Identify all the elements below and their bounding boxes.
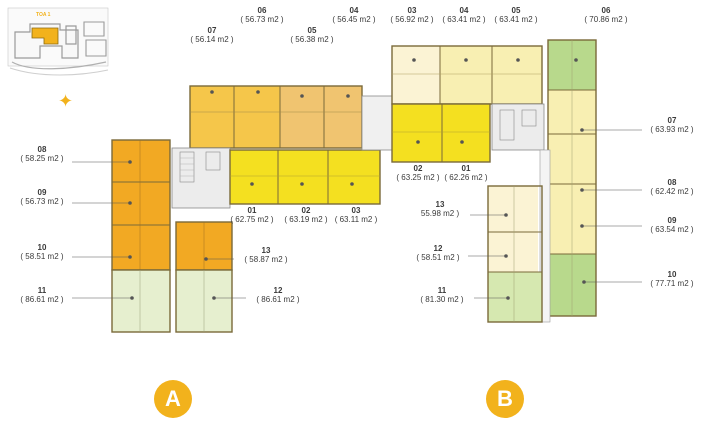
unit-label-b07: 07( 63.93 m2 ) <box>650 116 694 135</box>
leader-lines <box>72 58 642 300</box>
unit-label-b12: 12( 58.51 m2 ) <box>416 244 460 263</box>
key-plan-label: TOA 1 <box>36 12 51 18</box>
unit-label-b10: 10( 77.71 m2 ) <box>650 270 694 289</box>
unit-label-b08: 08( 62.42 m2 ) <box>650 178 694 197</box>
unit-label-a05: 05( 56.38 m2 ) <box>290 26 334 45</box>
unit-label-a08: 08( 58.25 m2 ) <box>20 145 64 164</box>
block-b-plan <box>391 39 597 323</box>
unit-label-b02: 02( 63.25 m2 ) <box>396 164 440 183</box>
unit-label-a01: 01( 62.75 m2 ) <box>230 206 274 225</box>
unit-label-b03: 03( 56.92 m2 ) <box>390 6 434 25</box>
unit-label-a07: 07( 56.14 m2 ) <box>190 26 234 45</box>
unit-label-a04: 04( 56.45 m2 ) <box>332 6 376 25</box>
block-a-badge: A <box>154 380 192 418</box>
unit-label-a02: 02( 63.19 m2 ) <box>284 206 328 225</box>
unit-label-b01: 01( 62.26 m2 ) <box>444 164 488 183</box>
compass-icon: ✦ <box>58 91 74 111</box>
unit-label-b04: 04( 63.41 m2 ) <box>442 6 486 25</box>
unit-label-a09: 09( 56.73 m2 ) <box>20 188 64 207</box>
block-b-badge: B <box>486 380 524 418</box>
unit-label-b06: 06( 70.86 m2 ) <box>584 6 628 25</box>
key-plan <box>7 7 109 76</box>
unit-label-a10: 10( 58.51 m2 ) <box>20 243 64 262</box>
unit-label-a11: 11( 86.61 m2 ) <box>20 286 64 305</box>
unit-label-a03: 03( 63.11 m2 ) <box>334 206 378 225</box>
unit-label-a12: 12( 86.61 m2 ) <box>256 286 300 305</box>
block-a-plan <box>111 85 393 333</box>
unit-label-b09: 09( 63.54 m2 ) <box>650 216 694 235</box>
unit-label-b05: 05( 63.41 m2 ) <box>494 6 538 25</box>
unit-label-b11: 11( 81.30 m2 ) <box>420 286 464 305</box>
unit-label-a06: 06( 56.73 m2 ) <box>240 6 284 25</box>
unit-label-a13: 13( 58.87 m2 ) <box>244 246 288 265</box>
